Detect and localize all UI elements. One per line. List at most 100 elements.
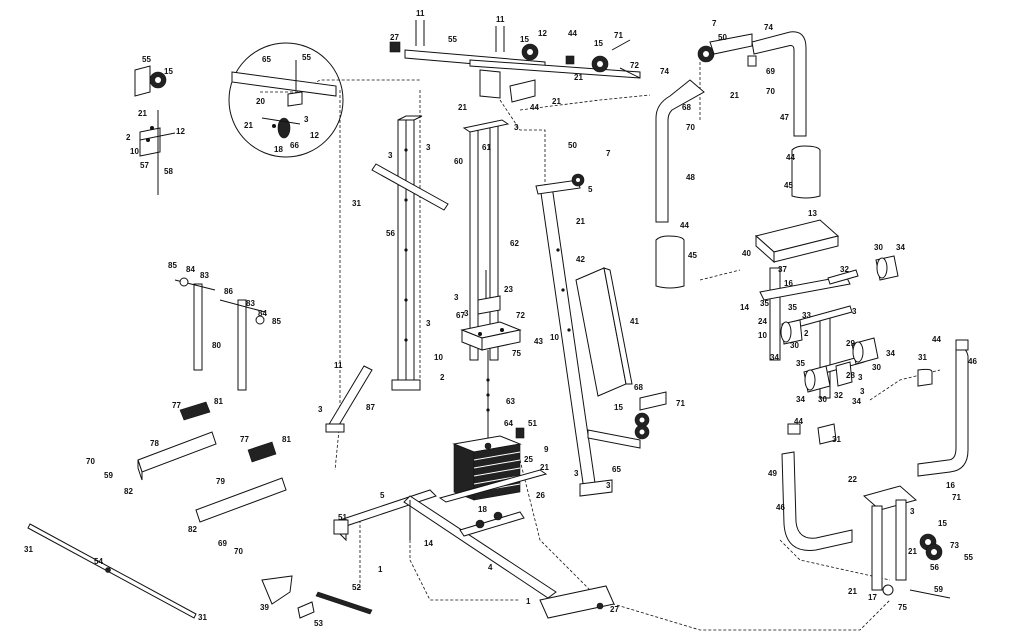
pulldown-bar-31	[371, 163, 449, 211]
part-label: 73	[950, 541, 959, 550]
part-label: 77	[172, 401, 181, 410]
part-label: 21	[576, 217, 585, 226]
part-label: 60	[454, 157, 463, 166]
part-label: 70	[766, 87, 775, 96]
part-label: 71	[676, 399, 685, 408]
part-label: 65	[612, 465, 621, 474]
lower-pulley-bracket-22	[862, 485, 951, 599]
detail-inset-circle	[228, 42, 344, 158]
part-label: 3	[318, 405, 323, 414]
part-label: 46	[776, 503, 785, 512]
brace-87	[325, 365, 373, 433]
part-label: 29	[846, 339, 855, 348]
part-label: 43	[534, 337, 543, 346]
part-label: 15	[164, 67, 173, 76]
part-label: 11	[416, 9, 425, 18]
part-labels-right-seat: 40 37 30 34 14 35 16 32 35 33 24 10 3 2 …	[740, 243, 905, 406]
part-label: 26	[536, 491, 545, 500]
part-labels-base: 5 51 18 14 4 1 1 27	[338, 491, 619, 614]
part-label: 50	[568, 141, 577, 150]
part-label: 34	[896, 243, 905, 252]
part-label: 75	[512, 349, 521, 358]
handle-39	[261, 575, 293, 605]
part-label: 44	[680, 221, 689, 230]
part-label: 31	[352, 199, 361, 208]
part-label: 30	[790, 341, 799, 350]
part-label: 3	[574, 469, 579, 478]
part-label: 72	[630, 61, 639, 70]
top-crossbar	[389, 20, 641, 103]
foot-plate-79	[195, 441, 287, 523]
part-label: 21	[574, 73, 583, 82]
part-label: 3	[514, 123, 519, 132]
part-label: 3	[454, 293, 459, 302]
part-label: 71	[614, 31, 623, 40]
pulley-pair-15	[634, 391, 667, 440]
part-label: 21	[730, 91, 739, 100]
part-label: 9	[544, 445, 549, 454]
part-label: 81	[282, 435, 291, 444]
part-label: 44	[932, 335, 941, 344]
part-label: 13	[808, 209, 817, 218]
part-label: 69	[766, 67, 775, 76]
part-label: 17	[868, 593, 877, 602]
part-label: 3	[852, 307, 857, 316]
part-label: 14	[424, 539, 433, 548]
part-label: 34	[796, 395, 805, 404]
part-label: 37	[778, 265, 787, 274]
upright-56	[391, 115, 423, 391]
leg-arm-46-upper	[917, 339, 969, 477]
part-label: 42	[576, 255, 585, 264]
part-label: 33	[802, 311, 811, 320]
part-label: 72	[516, 311, 525, 320]
part-label: 45	[688, 251, 697, 260]
part-labels-right-bottom: 44 31 46 44 31 49 46 22 16 71 15 73 55 5…	[768, 335, 977, 612]
part-label: 23	[504, 285, 513, 294]
part-label: 35	[760, 299, 769, 308]
seat-rollers	[780, 255, 899, 393]
part-label: 27	[390, 33, 399, 42]
part-label: 50	[718, 33, 727, 42]
upright-42	[535, 173, 641, 497]
part-labels-uprights: 3 3 60 61 3 56 31 62 23 3 3 3 67 72 11 1…	[318, 123, 545, 500]
part-label: 41	[630, 317, 639, 326]
part-label: 3	[858, 373, 863, 382]
part-label: 66	[290, 141, 299, 150]
part-label: 22	[848, 475, 857, 484]
part-label: 40	[742, 249, 751, 258]
part-label: 18	[478, 505, 487, 514]
part-label: 61	[482, 143, 491, 152]
part-label: 12	[176, 127, 185, 136]
part-label: 7	[606, 149, 611, 158]
part-label: 14	[740, 303, 749, 312]
part-label: 59	[934, 585, 943, 594]
part-label: 21	[848, 587, 857, 596]
part-label: 44	[530, 103, 539, 112]
part-label: 35	[788, 303, 797, 312]
part-label: 84	[186, 265, 195, 274]
part-label: 35	[796, 359, 805, 368]
part-label: 55	[142, 55, 151, 64]
part-label: 78	[150, 439, 159, 448]
part-label: 18	[274, 145, 283, 154]
part-label: 68	[634, 383, 643, 392]
part-label: 31	[198, 613, 207, 622]
part-label: 55	[448, 35, 457, 44]
part-label: 21	[244, 121, 253, 130]
part-label: 86	[224, 287, 233, 296]
part-label: 30	[872, 363, 881, 372]
part-label: 71	[952, 493, 961, 502]
part-label: 2	[126, 133, 131, 142]
part-label: 87	[366, 403, 375, 412]
pulley-bracket-top-right	[697, 33, 757, 67]
part-label: 53	[314, 619, 323, 628]
top-left-pulley-bracket	[134, 65, 176, 195]
part-label: 21	[458, 103, 467, 112]
part-label: 81	[214, 397, 223, 406]
part-label: 48	[686, 173, 695, 182]
part-label: 21	[908, 547, 917, 556]
part-label: 68	[682, 103, 691, 112]
part-label: 52	[352, 583, 361, 592]
part-label: 47	[780, 113, 789, 122]
part-label: 55	[964, 553, 973, 562]
